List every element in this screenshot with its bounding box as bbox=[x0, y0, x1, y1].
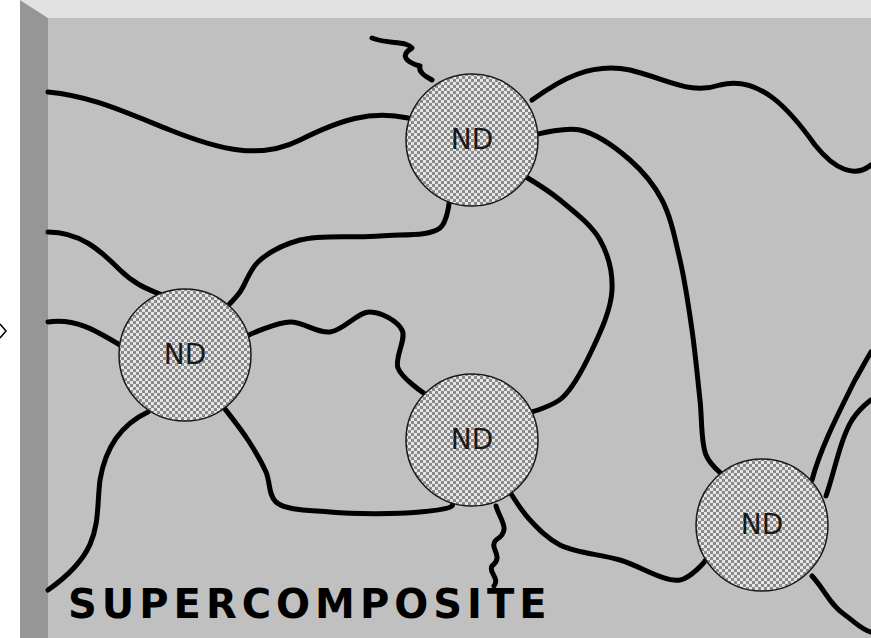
polymer-chain bbox=[812, 576, 871, 632]
polymer-chain bbox=[48, 232, 162, 295]
polymer-chain bbox=[812, 352, 871, 480]
polymer-chains bbox=[48, 38, 871, 632]
material-name: SUPERCOMPOSITE bbox=[68, 584, 552, 624]
polymer-chain bbox=[372, 38, 432, 80]
node-label: ND bbox=[451, 426, 494, 454]
polymer-chain bbox=[48, 92, 408, 151]
slab-top-face bbox=[20, 0, 871, 18]
polymer-chain-link bbox=[511, 494, 706, 580]
nanodiamond-circle: ND bbox=[405, 373, 539, 507]
arrow-tip bbox=[0, 324, 6, 338]
polymer-chain bbox=[491, 506, 504, 586]
polymer-chain-link bbox=[527, 178, 612, 412]
nanodiamond-circle: ND bbox=[695, 458, 829, 592]
polymer-chain bbox=[826, 400, 871, 496]
polymer-chain-link bbox=[229, 203, 449, 305]
polymer-chain bbox=[48, 321, 120, 345]
node-label: ND bbox=[451, 126, 494, 154]
node-label: ND bbox=[741, 511, 784, 539]
polymer-chain-link bbox=[249, 312, 424, 393]
node-label: ND bbox=[164, 341, 207, 369]
slab-front-face bbox=[48, 18, 871, 638]
nanodiamond-circle: ND bbox=[405, 73, 539, 207]
nanodiamond-circle: ND bbox=[118, 288, 252, 422]
polymer-chain-link bbox=[539, 129, 720, 473]
polymer-chain bbox=[48, 412, 148, 590]
polymer-chain bbox=[532, 68, 871, 171]
slab-side-face bbox=[20, 0, 48, 638]
